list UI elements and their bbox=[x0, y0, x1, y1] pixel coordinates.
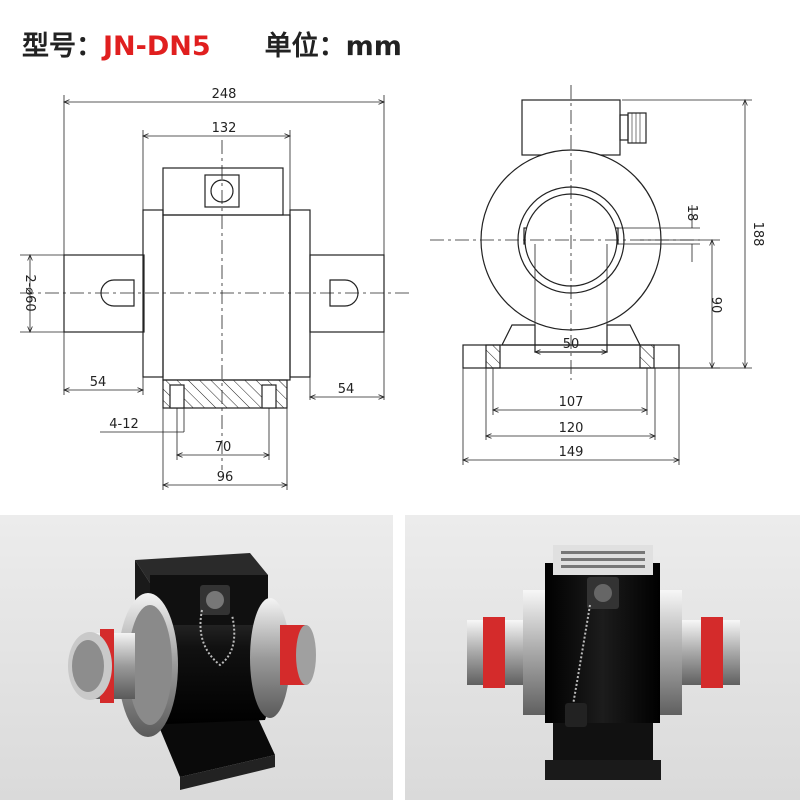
dim-shaft-diameter: 2-⌀60 bbox=[22, 274, 37, 311]
side-view bbox=[430, 85, 752, 465]
sensor-illustration-angled bbox=[68, 553, 316, 790]
dim-keyway-depth: 18 bbox=[684, 205, 699, 222]
mount-hole-right bbox=[261, 384, 277, 409]
model-label: 型号： bbox=[22, 31, 103, 62]
main-body bbox=[162, 214, 291, 381]
product-photo-front bbox=[405, 515, 800, 800]
right-flange bbox=[289, 209, 311, 378]
dim-mounting-holes: 4-12 bbox=[109, 417, 139, 432]
junction-box bbox=[162, 167, 284, 216]
unit-label: 单位： bbox=[264, 31, 346, 62]
sensor-illustration-front bbox=[467, 545, 740, 780]
dim-side-hole-spacing: 107 bbox=[559, 395, 584, 410]
connector-nut bbox=[619, 114, 629, 141]
left-flange bbox=[142, 209, 164, 378]
technical-drawing: 248 132 2-⌀60 54 54 4-12 70 96 bbox=[20, 85, 765, 490]
dim-overall-length: 248 bbox=[212, 87, 237, 102]
dim-overall-height: 188 bbox=[750, 222, 765, 247]
right-keyway bbox=[329, 279, 359, 307]
dim-right-shaft-length: 54 bbox=[338, 382, 355, 397]
front-view bbox=[20, 95, 410, 490]
page-header: 型号：JN-DN5 单位：mm bbox=[22, 24, 402, 68]
dim-left-shaft-length: 54 bbox=[90, 375, 107, 390]
dim-base-width: 96 bbox=[217, 470, 234, 485]
base-hole-left bbox=[485, 344, 501, 369]
mount-hole-left bbox=[169, 384, 185, 409]
connector-plug bbox=[627, 112, 647, 144]
left-keyway bbox=[100, 279, 135, 307]
model-value: JN-DN5 bbox=[103, 31, 211, 62]
dim-housing-width: 132 bbox=[212, 121, 237, 136]
left-shaft bbox=[63, 254, 145, 333]
dim-center-height: 90 bbox=[708, 297, 723, 314]
product-photo-angled bbox=[0, 515, 393, 800]
base-hole-right bbox=[639, 344, 655, 369]
dim-hole-spacing: 70 bbox=[215, 440, 232, 455]
unit-value: mm bbox=[345, 31, 402, 62]
dim-inner-bore: 50 bbox=[563, 337, 580, 352]
dim-side-base-width: 149 bbox=[559, 445, 584, 460]
right-shaft bbox=[309, 254, 385, 333]
dim-base-inner: 120 bbox=[559, 421, 584, 436]
